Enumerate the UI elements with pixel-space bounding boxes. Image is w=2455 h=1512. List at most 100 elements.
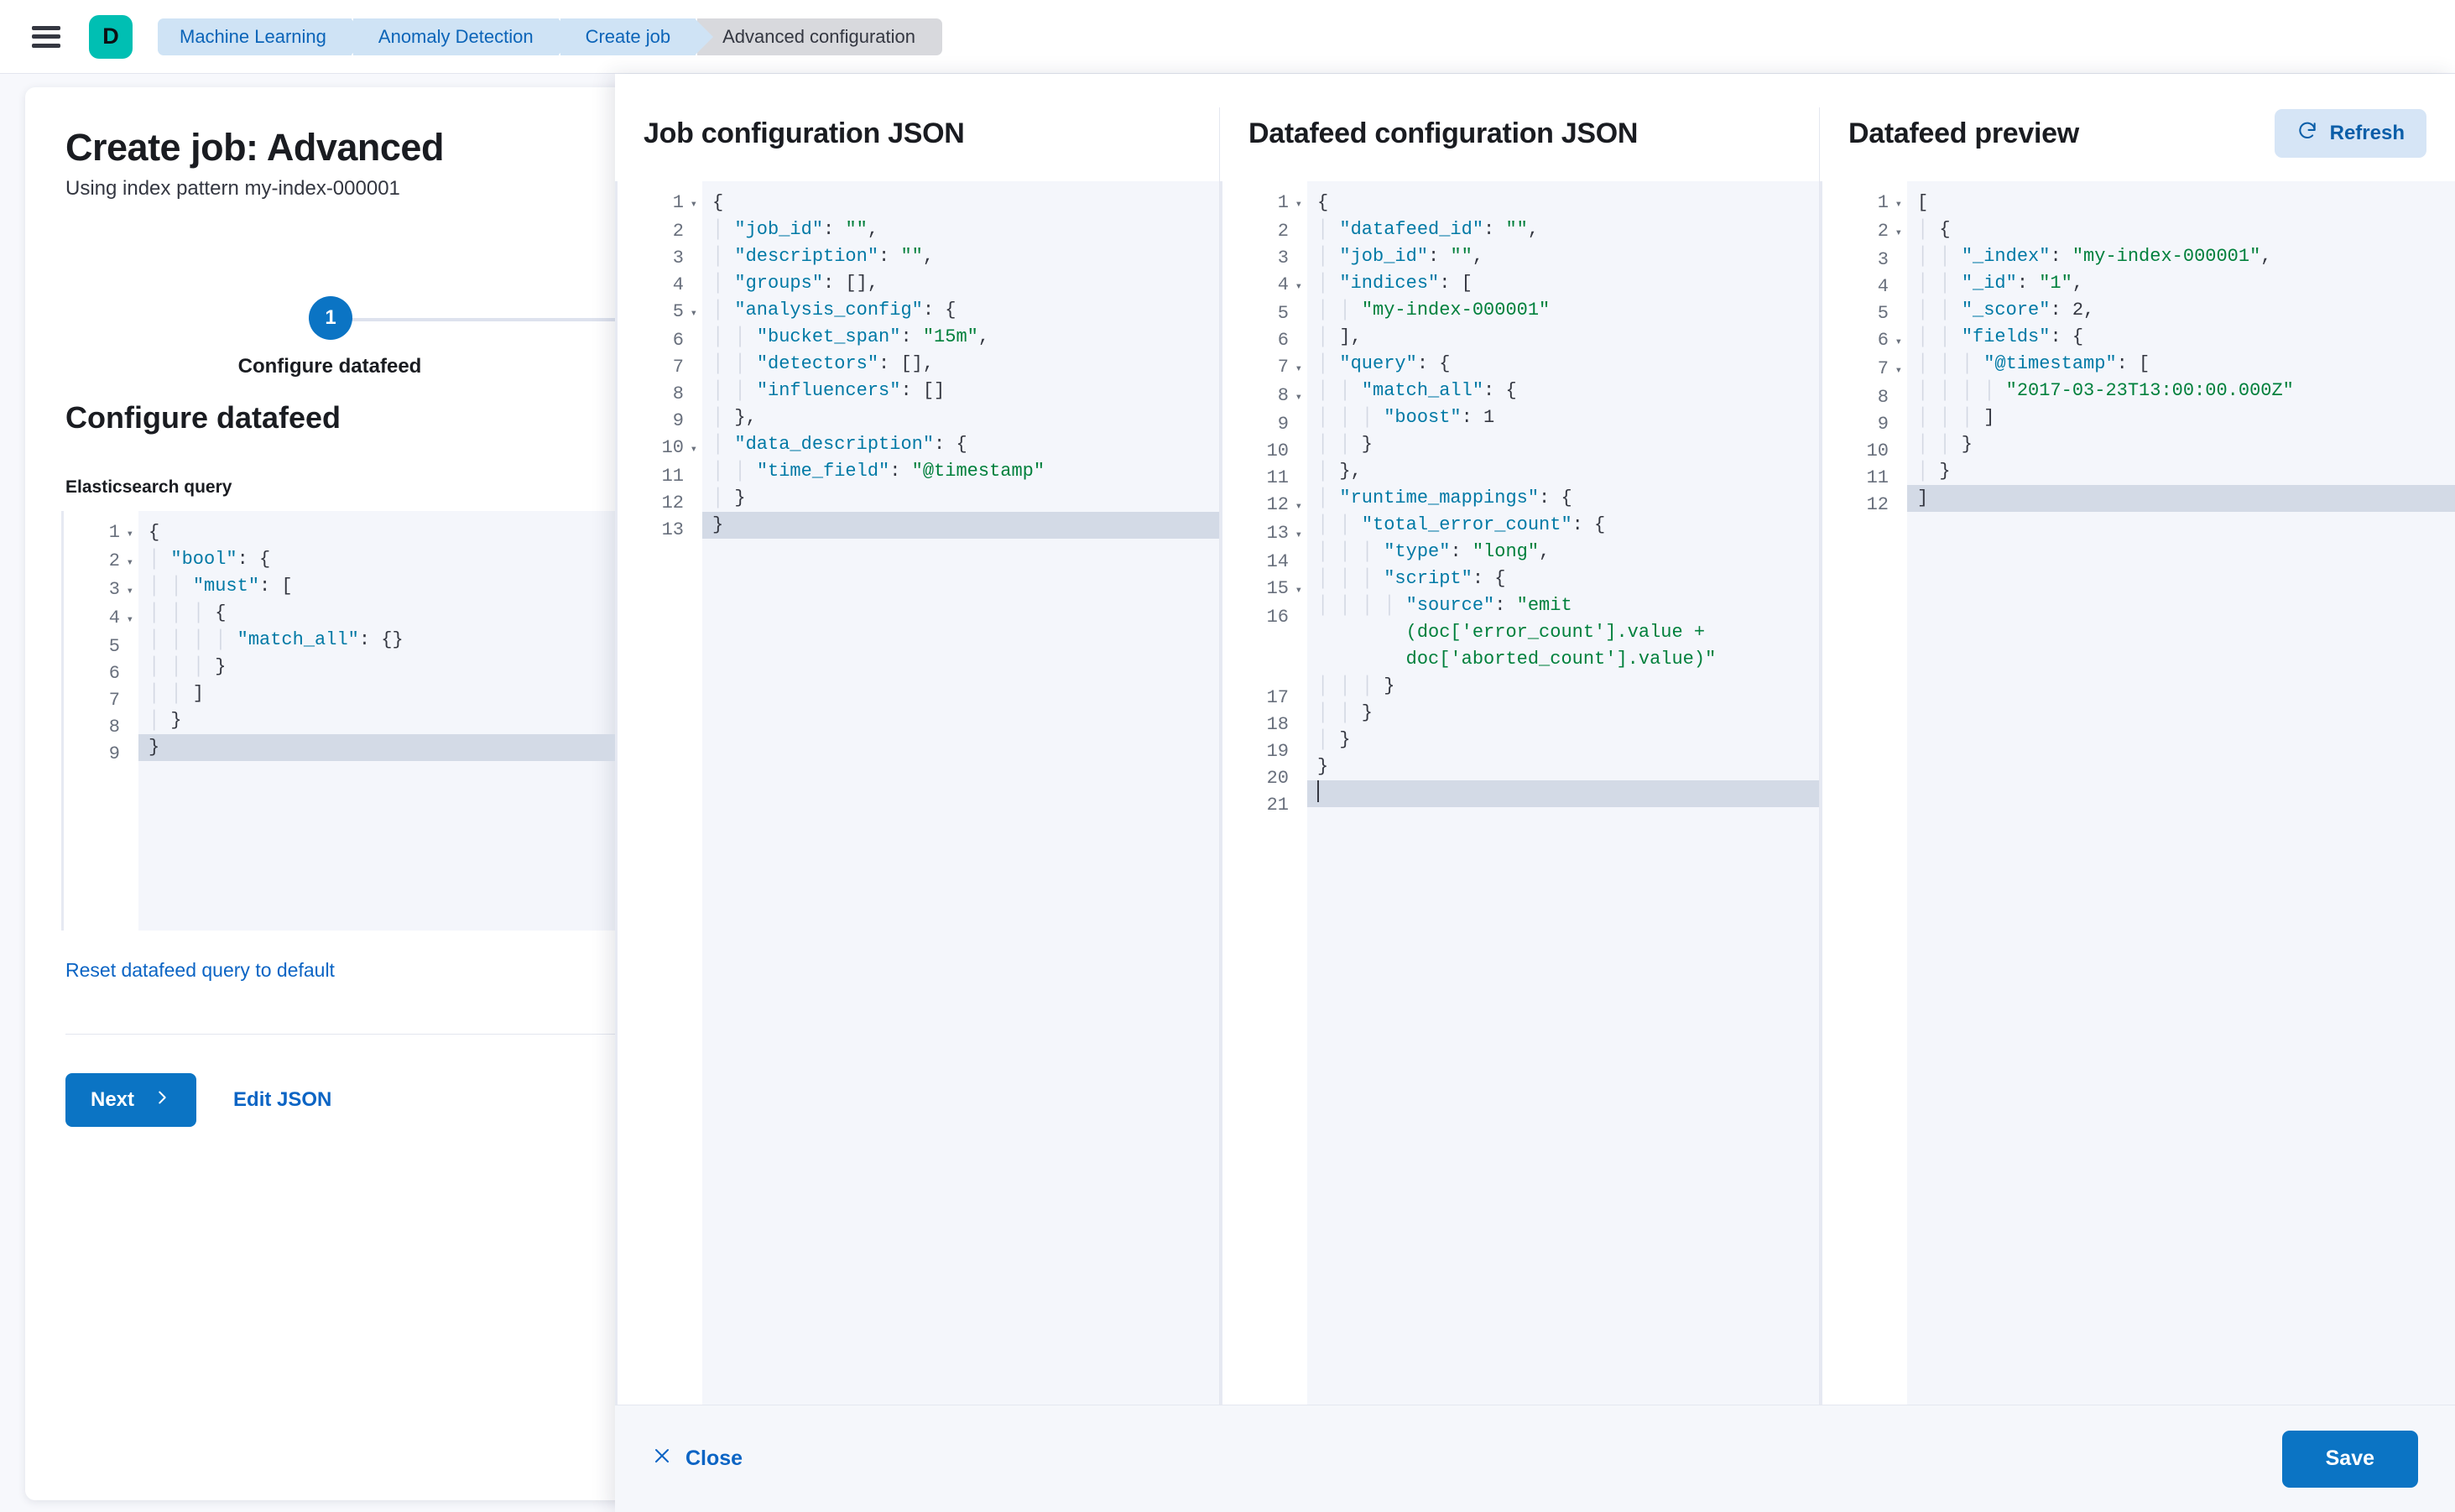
section-title: Configure datafeed: [65, 400, 341, 435]
editor-line: │ }: [149, 710, 182, 731]
editor-line: │ │ │ }: [1317, 675, 1395, 696]
close-x-icon: [652, 1446, 672, 1472]
editor-line-number: 11: [661, 466, 684, 487]
editor-line: [1317, 780, 1819, 807]
datafeed-configuration-title: Datafeed configuration JSON: [1248, 117, 1639, 149]
editor-line-number: 5▾: [672, 301, 697, 322]
editor-line: │ │ │ │ "source": "emit (doc['error_coun…: [1317, 595, 1717, 670]
refresh-button-label: Refresh: [2329, 122, 2405, 144]
editor-line-number: 14: [1266, 551, 1289, 572]
editor-line-number: 16: [1266, 607, 1289, 628]
editor-line-number: 3: [1277, 248, 1289, 269]
refresh-button[interactable]: Refresh: [2274, 109, 2426, 158]
editor-line: │ "query": {: [1317, 353, 1451, 374]
editor-line: │ "runtime_mappings": {: [1317, 487, 1572, 508]
breadcrumb-chevron-icon: [557, 18, 576, 55]
stepper-progress-line: [326, 318, 650, 321]
editor-line: │ │ "time_field": "@timestamp": [712, 461, 1045, 482]
editor-line-number: 18: [1266, 714, 1289, 735]
edit-json-button[interactable]: Edit JSON: [233, 1088, 332, 1111]
editor-active-line: [61, 734, 649, 761]
editor-line-number: 13▾: [1266, 523, 1302, 544]
editor-line: │ "description": "",: [712, 246, 935, 267]
editor-line-number: 21: [1266, 795, 1289, 816]
space-avatar[interactable]: D: [89, 14, 133, 59]
stepper-step-1-circle[interactable]: 1: [309, 296, 352, 340]
editor-line: │ {: [1917, 219, 1951, 240]
hamburger-menu-icon[interactable]: [32, 25, 60, 48]
editor-line: │ │ │ "script": {: [1317, 568, 1506, 589]
editor-line: │ │ "_id": "1",: [1917, 273, 2084, 294]
editor-line: │ │ │ "boost": 1: [1317, 407, 1495, 428]
breadcrumb-item-label: Advanced configuration: [722, 25, 916, 47]
save-button[interactable]: Save: [2281, 1430, 2418, 1488]
close-button[interactable]: Close: [652, 1446, 743, 1472]
editor-line-number: 12: [1866, 494, 1889, 515]
editor-code[interactable]: [│ {│ │ "_index": "my-index-000001",│ │ …: [1907, 181, 2455, 1405]
close-button-label: Close: [685, 1447, 743, 1470]
next-button-label: Next: [91, 1088, 135, 1111]
editor-line: │ │ "match_all": {: [1317, 380, 1517, 401]
next-button[interactable]: Next: [65, 1073, 197, 1127]
editor-code[interactable]: {│ "job_id": "",│ "description": "",│ "g…: [702, 181, 1219, 1405]
editor-line-number: 11: [1866, 467, 1889, 488]
editor-line-number: 7▾: [1277, 357, 1302, 378]
editor-line-number: 5: [1877, 303, 1889, 324]
editor-line-number: 1▾: [1277, 192, 1302, 213]
elasticsearch-query-label: Elasticsearch query: [65, 477, 232, 497]
chevron-right-icon: [153, 1088, 171, 1113]
editor-line: │ │ │ │ "2017-03-23T13:00:00.000Z": [1917, 380, 2294, 401]
editor-line: {: [1317, 192, 1329, 213]
breadcrumb-item-2[interactable]: Anomaly Detection: [352, 18, 576, 55]
page-subtitle: Using index pattern my-index-000001: [65, 177, 400, 200]
editor-line: │ │ "fields": {: [1917, 326, 2084, 347]
editor-line: }: [1317, 756, 1329, 777]
editor-line-number: 1▾: [1877, 192, 1902, 213]
breadcrumb-item-1[interactable]: Machine Learning: [158, 18, 369, 55]
editor-code[interactable]: {│ "bool": {│ │ "must": [│ │ │ {│ │ │ │ …: [138, 511, 649, 931]
divider: [65, 1034, 650, 1035]
editor-line-number: 3: [672, 248, 684, 269]
reset-datafeed-query-link[interactable]: Reset datafeed query to default: [65, 959, 335, 981]
editor-line-number: 7: [672, 357, 684, 378]
editor-line: │ │ }: [1317, 434, 1373, 455]
editor-line: │ "analysis_config": {: [712, 300, 956, 321]
editor-line-number: 10: [1266, 441, 1289, 461]
editor-line: │ │ │ ]: [1917, 407, 1995, 428]
page-title: Create job: Advanced: [65, 126, 444, 169]
editor-line-number: 8: [1877, 387, 1889, 408]
editor-line-number: 6: [672, 330, 684, 351]
editor-line: │ ],: [1317, 326, 1362, 347]
editor-line-number: 19: [1266, 741, 1289, 762]
breadcrumb-chevron-icon: [350, 18, 369, 55]
editor-line: │ │ │ "type": "long",: [1317, 541, 1551, 562]
editor-line: {: [149, 522, 160, 543]
editor-line: │ │ }: [1917, 434, 1973, 455]
editor-line: │ "bool": {: [149, 549, 271, 570]
editor-line: │ "indices": [: [1317, 273, 1472, 294]
editor-line-number: 5: [108, 636, 120, 657]
editor-active-line: [615, 512, 1219, 539]
editor-line: │ │ "bucket_span": "15m",: [712, 326, 990, 347]
editor-rail: [1220, 181, 1222, 1405]
editor-line-number: 15▾: [1266, 578, 1302, 599]
editor-line-number: 4▾: [108, 607, 133, 628]
wizard-stepper: 1 Configure datafeed: [65, 281, 650, 382]
editor-active-line: [1220, 780, 1819, 807]
editor-code[interactable]: {│ "datafeed_id": "",│ "job_id": "",│ "i…: [1307, 181, 1819, 1405]
editor-line-number: 2▾: [108, 550, 133, 571]
breadcrumb-item-3[interactable]: Create job: [560, 18, 714, 55]
editor-line-number: 12▾: [1266, 494, 1302, 515]
